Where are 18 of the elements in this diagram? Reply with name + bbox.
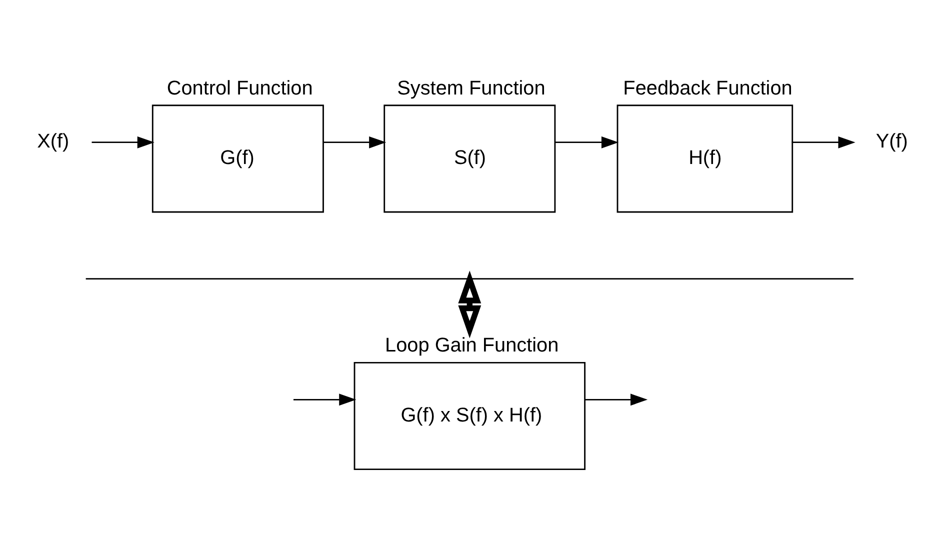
arrow [555,136,619,148]
arrow [293,393,356,406]
node-label: Control Function [166,76,313,99]
node-box: G(f) x S(f) x H(f) [354,361,586,470]
arrow [458,270,482,338]
node-text: X(f) [37,130,70,152]
node-text: Y(f) [876,130,908,152]
node-label: Feedback Function [623,76,792,99]
node-label: Loop Gain Function [385,334,559,356]
node-box: G(f) [152,104,324,212]
node-box: S(f) [384,104,556,212]
arrow [585,393,648,406]
arrow [323,136,386,148]
arrow [792,136,856,148]
node-label: System Function [397,76,546,99]
node-bracket [86,278,854,280]
node-box: H(f) [616,104,794,212]
arrow [92,136,154,148]
